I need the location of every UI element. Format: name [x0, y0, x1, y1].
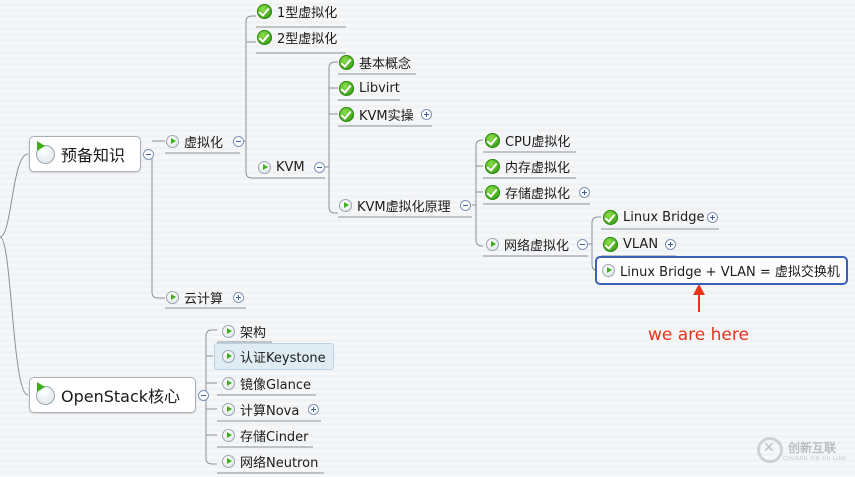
check-icon — [485, 132, 500, 148]
check-icon — [603, 236, 618, 252]
brand-logo-icon — [757, 437, 783, 463]
play-icon — [222, 402, 235, 416]
node-label: VLAN — [623, 236, 659, 252]
node-label: 存储虚拟化 — [505, 186, 571, 202]
root-node-prep[interactable]: 预备知识 — [29, 136, 141, 172]
play-icon — [602, 263, 615, 277]
selected-node-frame — [595, 256, 848, 285]
check-icon — [339, 106, 354, 122]
check-icon — [257, 3, 272, 19]
expand-toggle[interactable] — [308, 404, 319, 415]
expand-toggle[interactable] — [233, 292, 244, 303]
node-keystone[interactable]: 认证Keystone — [222, 345, 326, 367]
node-type1-virt[interactable]: 1型虚拟化 — [257, 0, 337, 22]
node-kvm-practice[interactable]: KVM实操 — [339, 103, 414, 125]
collapse-toggle[interactable] — [143, 149, 154, 160]
play-icon — [222, 428, 235, 442]
play-icon — [166, 290, 179, 304]
play-icon — [486, 237, 499, 251]
expand-toggle[interactable] — [579, 187, 590, 198]
node-label: 认证Keystone — [240, 350, 326, 366]
collapse-toggle[interactable] — [233, 136, 244, 147]
watermark: 创新互联 CHUANG XIN HU LIAN — [757, 437, 846, 463]
node-label: 网络Neutron — [240, 455, 319, 471]
expand-toggle[interactable] — [421, 109, 432, 120]
expand-toggle[interactable] — [707, 212, 718, 223]
node-label: 2型虚拟化 — [277, 31, 338, 47]
check-icon — [339, 54, 354, 70]
node-label: 基本概念 — [359, 56, 412, 72]
node-kvm-principle[interactable]: KVM虚拟化原理 — [339, 194, 451, 216]
node-label: KVM — [276, 159, 305, 175]
node-cloud-computing[interactable]: 云计算 — [166, 286, 223, 308]
play-icon — [222, 454, 235, 468]
node-label: Linux Bridge + VLAN = 虚拟交换机 — [620, 264, 840, 280]
node-label: 虚拟化 — [184, 135, 224, 151]
node-label: CPU虚拟化 — [505, 134, 571, 150]
play-icon — [222, 324, 235, 338]
node-storage-virt[interactable]: 存储虚拟化 — [485, 181, 570, 203]
root-label: OpenStack核心 — [61, 387, 181, 406]
node-linux-bridge[interactable]: Linux Bridge — [603, 206, 705, 228]
node-label: 架构 — [240, 325, 267, 341]
node-label: 1型虚拟化 — [277, 5, 338, 21]
collapse-toggle[interactable] — [314, 162, 325, 173]
node-label: Linux Bridge — [623, 209, 705, 225]
expand-toggle[interactable] — [665, 239, 676, 250]
node-virtual-switch[interactable]: Linux Bridge + VLAN = 虚拟交换机 — [602, 259, 840, 281]
node-label: KVM实操 — [359, 108, 414, 124]
node-cpu-virt[interactable]: CPU虚拟化 — [485, 129, 570, 151]
node-label: 网络虚拟化 — [504, 238, 570, 254]
watermark-name: 创新互联 — [788, 440, 837, 455]
annotation-text: we are here — [648, 325, 749, 345]
play-icon — [166, 134, 179, 148]
check-icon — [257, 29, 272, 45]
play-icon — [339, 198, 352, 212]
node-label: KVM虚拟化原理 — [357, 199, 451, 215]
check-icon — [485, 184, 500, 200]
node-label: 云计算 — [184, 291, 224, 307]
root-node-openstack[interactable]: OpenStack核心 — [29, 377, 196, 413]
node-label: 计算Nova — [240, 403, 300, 419]
play-icon — [36, 144, 55, 164]
node-network-virt[interactable]: 网络虚拟化 — [486, 233, 569, 255]
node-label: 存储Cinder — [240, 429, 309, 445]
node-type2-virt[interactable]: 2型虚拟化 — [257, 26, 337, 48]
node-kvm[interactable]: KVM — [258, 156, 305, 178]
node-cinder[interactable]: 存储Cinder — [222, 424, 309, 446]
node-nova[interactable]: 计算Nova — [222, 398, 299, 420]
node-virtualization[interactable]: 虚拟化 — [166, 130, 223, 152]
collapse-toggle[interactable] — [460, 200, 471, 211]
node-label: Libvirt — [359, 80, 400, 96]
watermark-sub: CHUANG XIN HU LIAN — [783, 455, 847, 462]
pointer-arrow — [693, 284, 705, 312]
node-vlan[interactable]: VLAN — [603, 233, 658, 255]
collapse-toggle[interactable] — [577, 239, 588, 250]
node-neutron[interactable]: 网络Neutron — [222, 450, 318, 472]
root-label: 预备知识 — [61, 146, 126, 165]
play-icon — [222, 349, 235, 363]
node-basic-concepts[interactable]: 基本概念 — [339, 51, 411, 73]
collapse-toggle[interactable] — [198, 390, 209, 401]
node-glance[interactable]: 镜像Glance — [222, 372, 311, 394]
node-label: 镜像Glance — [240, 377, 312, 393]
check-icon — [485, 158, 500, 174]
node-libvirt[interactable]: Libvirt — [339, 77, 400, 99]
play-icon — [36, 385, 55, 405]
node-label: 内存虚拟化 — [505, 160, 571, 176]
check-icon — [603, 209, 618, 225]
node-architecture[interactable]: 架构 — [222, 320, 266, 342]
node-memory-virt[interactable]: 内存虚拟化 — [485, 155, 570, 177]
play-icon — [258, 160, 271, 174]
check-icon — [339, 80, 354, 96]
play-icon — [222, 376, 235, 390]
